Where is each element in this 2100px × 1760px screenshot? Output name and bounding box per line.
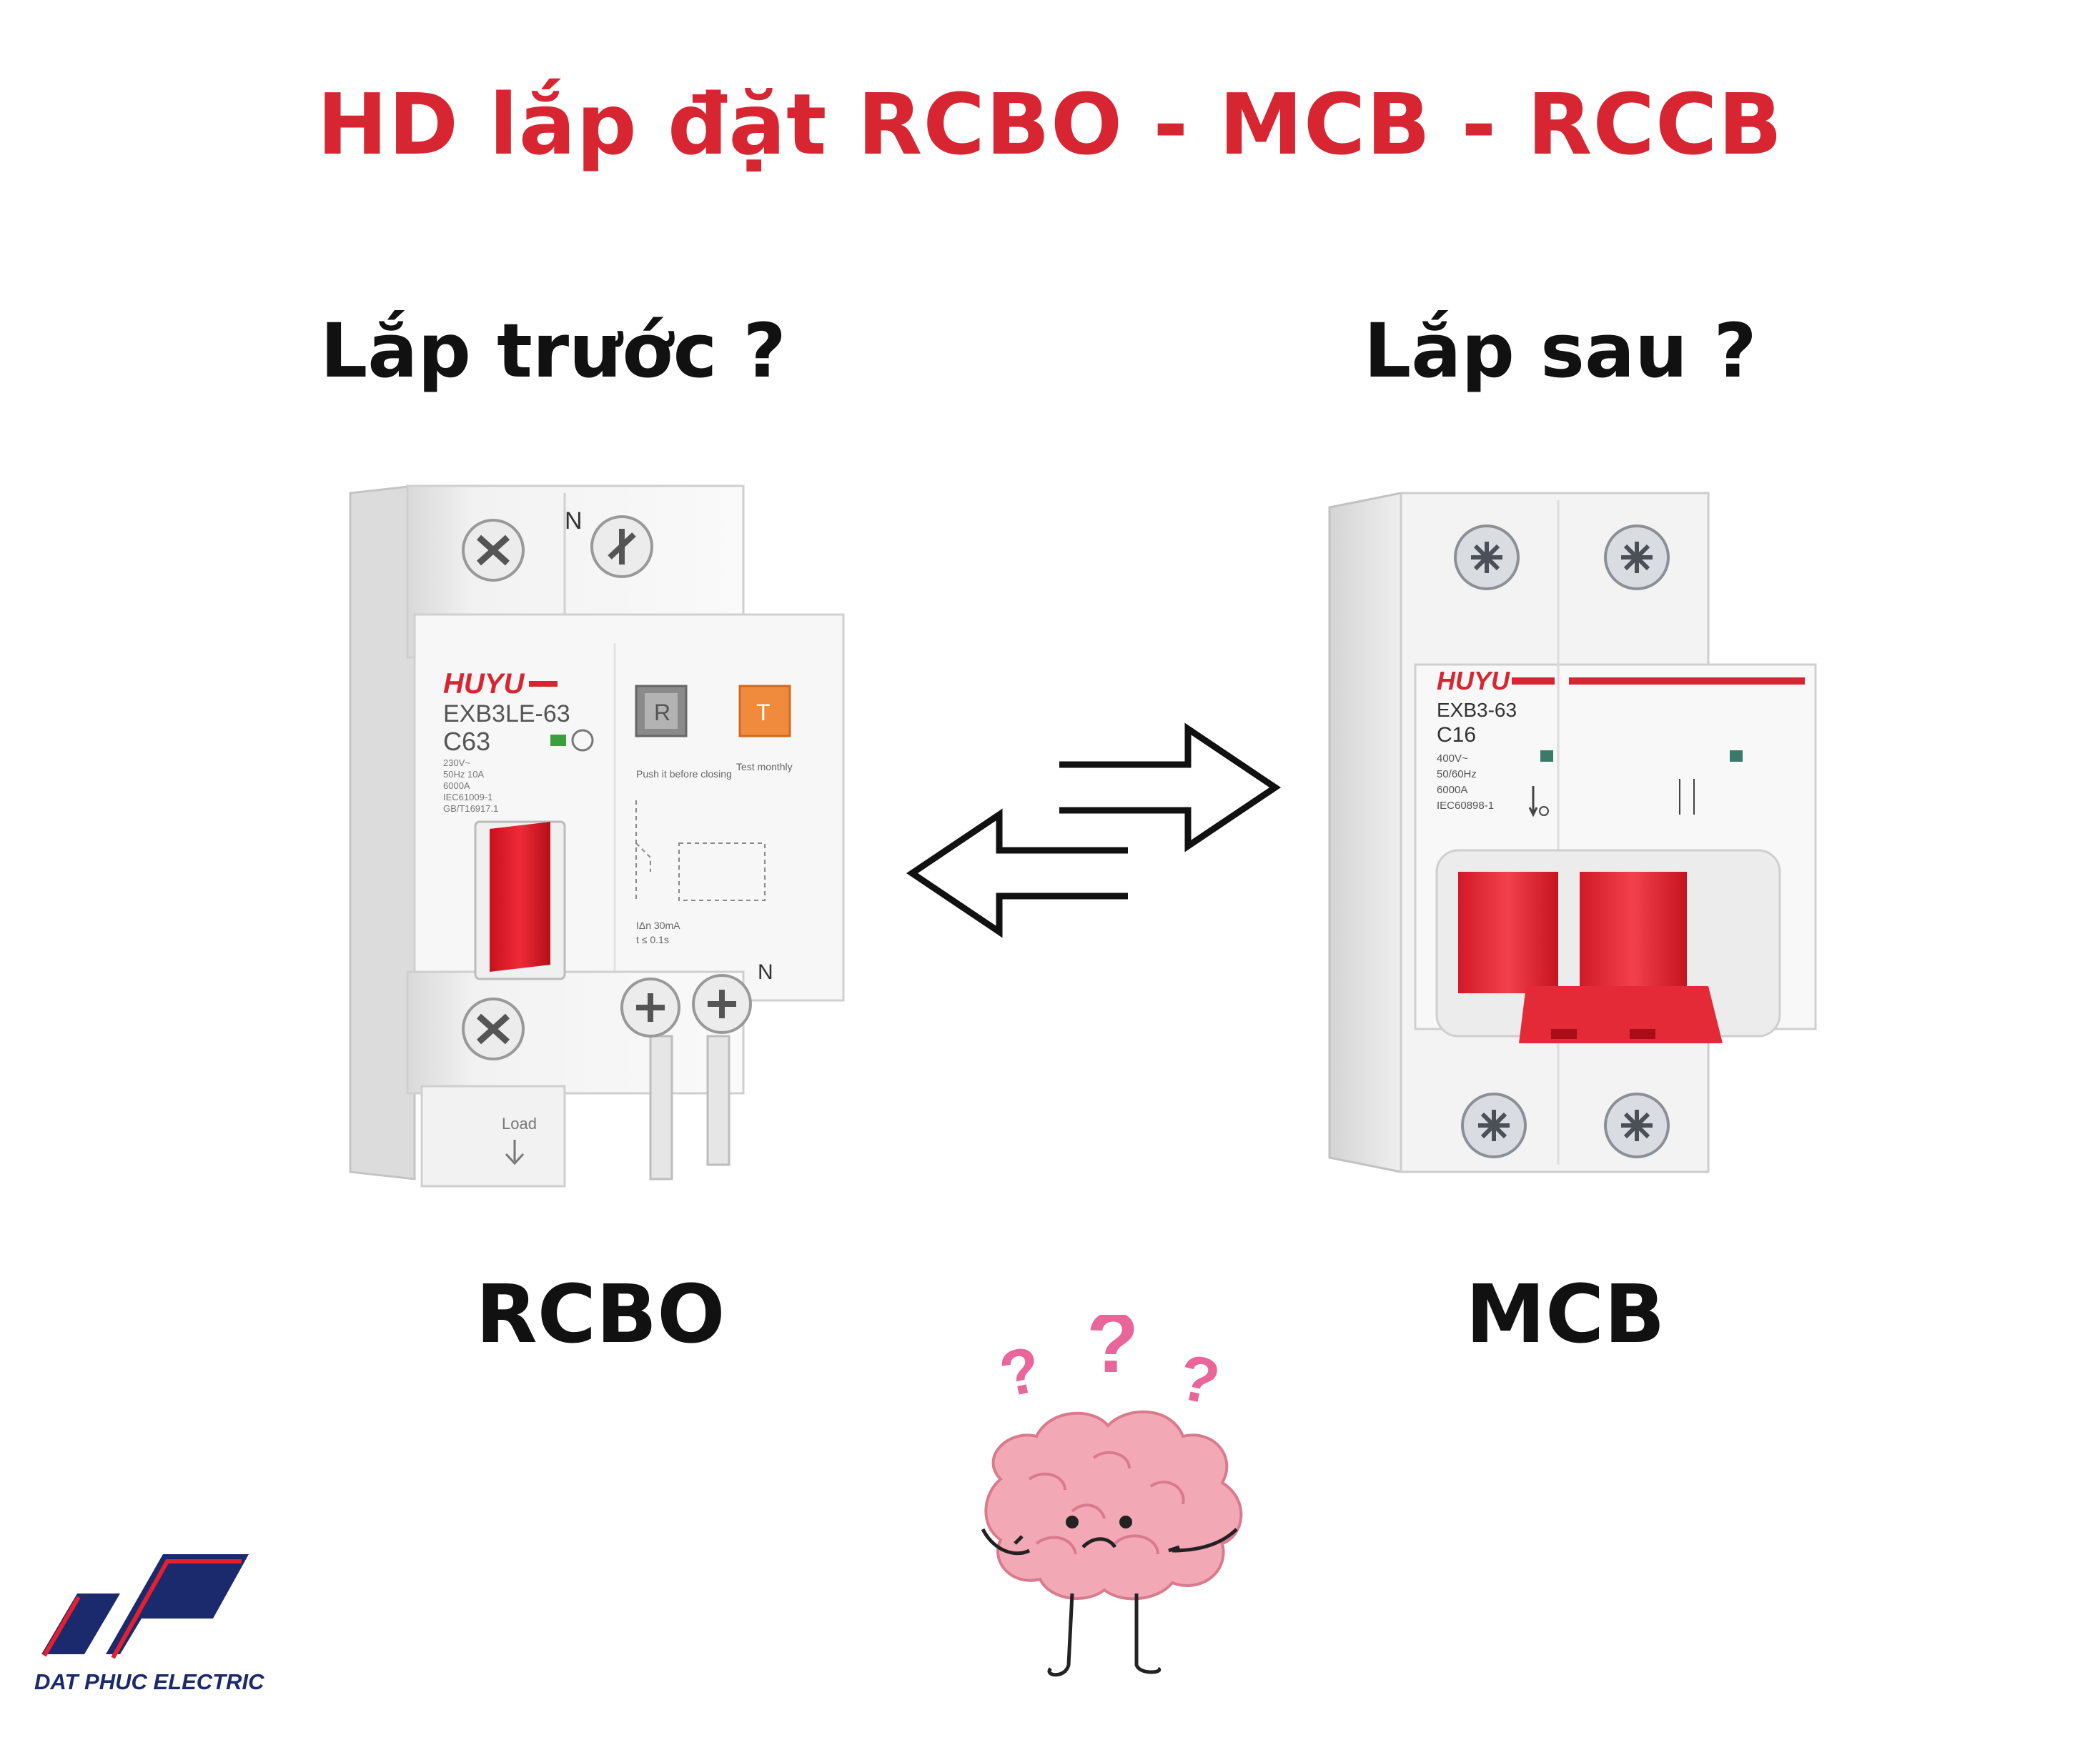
mcb-label: MCB xyxy=(1465,1268,1665,1361)
mcb-spec-1: 400V~ xyxy=(1437,752,1468,765)
mcb-toggle-handle xyxy=(1458,872,1723,1043)
rcbo-spec-5: GB/T16917.1 xyxy=(443,803,498,814)
mcb-model: EXB3-63 xyxy=(1437,699,1517,721)
rcbo-label: RCBO xyxy=(475,1268,725,1361)
svg-text:?: ? xyxy=(994,1333,1047,1411)
mcb-spec-4: IEC60898-1 xyxy=(1437,800,1494,812)
rcbo-toggle-handle xyxy=(474,820,566,980)
svg-text:?: ? xyxy=(1086,1315,1139,1391)
rcbo-top-n-label: N xyxy=(565,507,583,535)
mcb-bottom-screw-left xyxy=(1461,1093,1527,1158)
rcbo-bottom-n-label: N xyxy=(758,960,773,984)
rcbo-trip-spec-1: IΔn 30mA xyxy=(636,920,680,931)
rcbo-spec-2: 50Hz 10A xyxy=(443,769,484,780)
rcbo-trip-spec-2: t ≤ 0.1s xyxy=(636,934,669,945)
rcbo-test-key-label: T xyxy=(756,700,771,725)
question-marks-icon: ? ? ? xyxy=(994,1315,1225,1419)
rcbo-reset-caption: Push it before closing xyxy=(636,768,732,780)
rcbo-bottom-screw-right xyxy=(692,974,752,1034)
left-question: Lắp trước ? xyxy=(320,307,786,394)
dat-phuc-logo-icon xyxy=(41,1554,249,1659)
rcbo-model: EXB3LE-63 xyxy=(443,700,570,727)
right-question: Lắp sau ? xyxy=(1364,307,1757,394)
rcbo-breaker-image: N HUYU EXB3LE-63 C63 230V~ 50Hz 10A 6000… xyxy=(349,484,845,1188)
rcbo-brand: HUYU xyxy=(443,668,525,700)
svg-text:?: ? xyxy=(1172,1341,1226,1419)
rcbo-reset-key: R xyxy=(635,685,688,737)
mcb-top-screw-right xyxy=(1604,524,1670,590)
mcb-brand: HUYU xyxy=(1437,666,1510,695)
rcbo-reset-key-label: R xyxy=(654,700,670,725)
rcbo-test-caption: Test monthly xyxy=(736,761,793,772)
rcbo-spec-1: 230V~ xyxy=(443,757,470,768)
mcb-bottom-screw-right xyxy=(1604,1093,1670,1158)
rcbo-load-label: Load xyxy=(502,1115,537,1133)
rcbo-spec-3: 6000A xyxy=(443,780,470,791)
mcb-top-screw-left xyxy=(1454,524,1520,590)
rcbo-test-key: T xyxy=(738,685,791,737)
rcbo-top-screw-left xyxy=(462,519,525,582)
mcb-breaker-image: HUYU EXB3-63 C16 400V~ 50/60Hz 6000A IEC… xyxy=(1328,492,1817,1173)
rcbo-bottom-screw-left xyxy=(462,998,525,1060)
rcbo-rating: C63 xyxy=(443,727,490,756)
mcb-spec-3: 6000A xyxy=(1437,784,1467,796)
swap-arrows-icon xyxy=(906,722,1282,938)
company-name: DAT PHUC ELECTRIC xyxy=(34,1669,264,1694)
mcb-spec-2: 50/60Hz xyxy=(1437,768,1477,780)
page-title: HD lắp đặt RCBO - MCB - RCCB xyxy=(317,75,1783,174)
rcbo-top-screw-right xyxy=(590,515,653,578)
rcbo-spec-4: IEC61009-1 xyxy=(443,792,492,802)
mcb-rating: C16 xyxy=(1437,723,1476,747)
confused-brain-icon: ? ? ? xyxy=(981,1315,1243,1677)
rcbo-bottom-screw-mid xyxy=(620,978,680,1038)
